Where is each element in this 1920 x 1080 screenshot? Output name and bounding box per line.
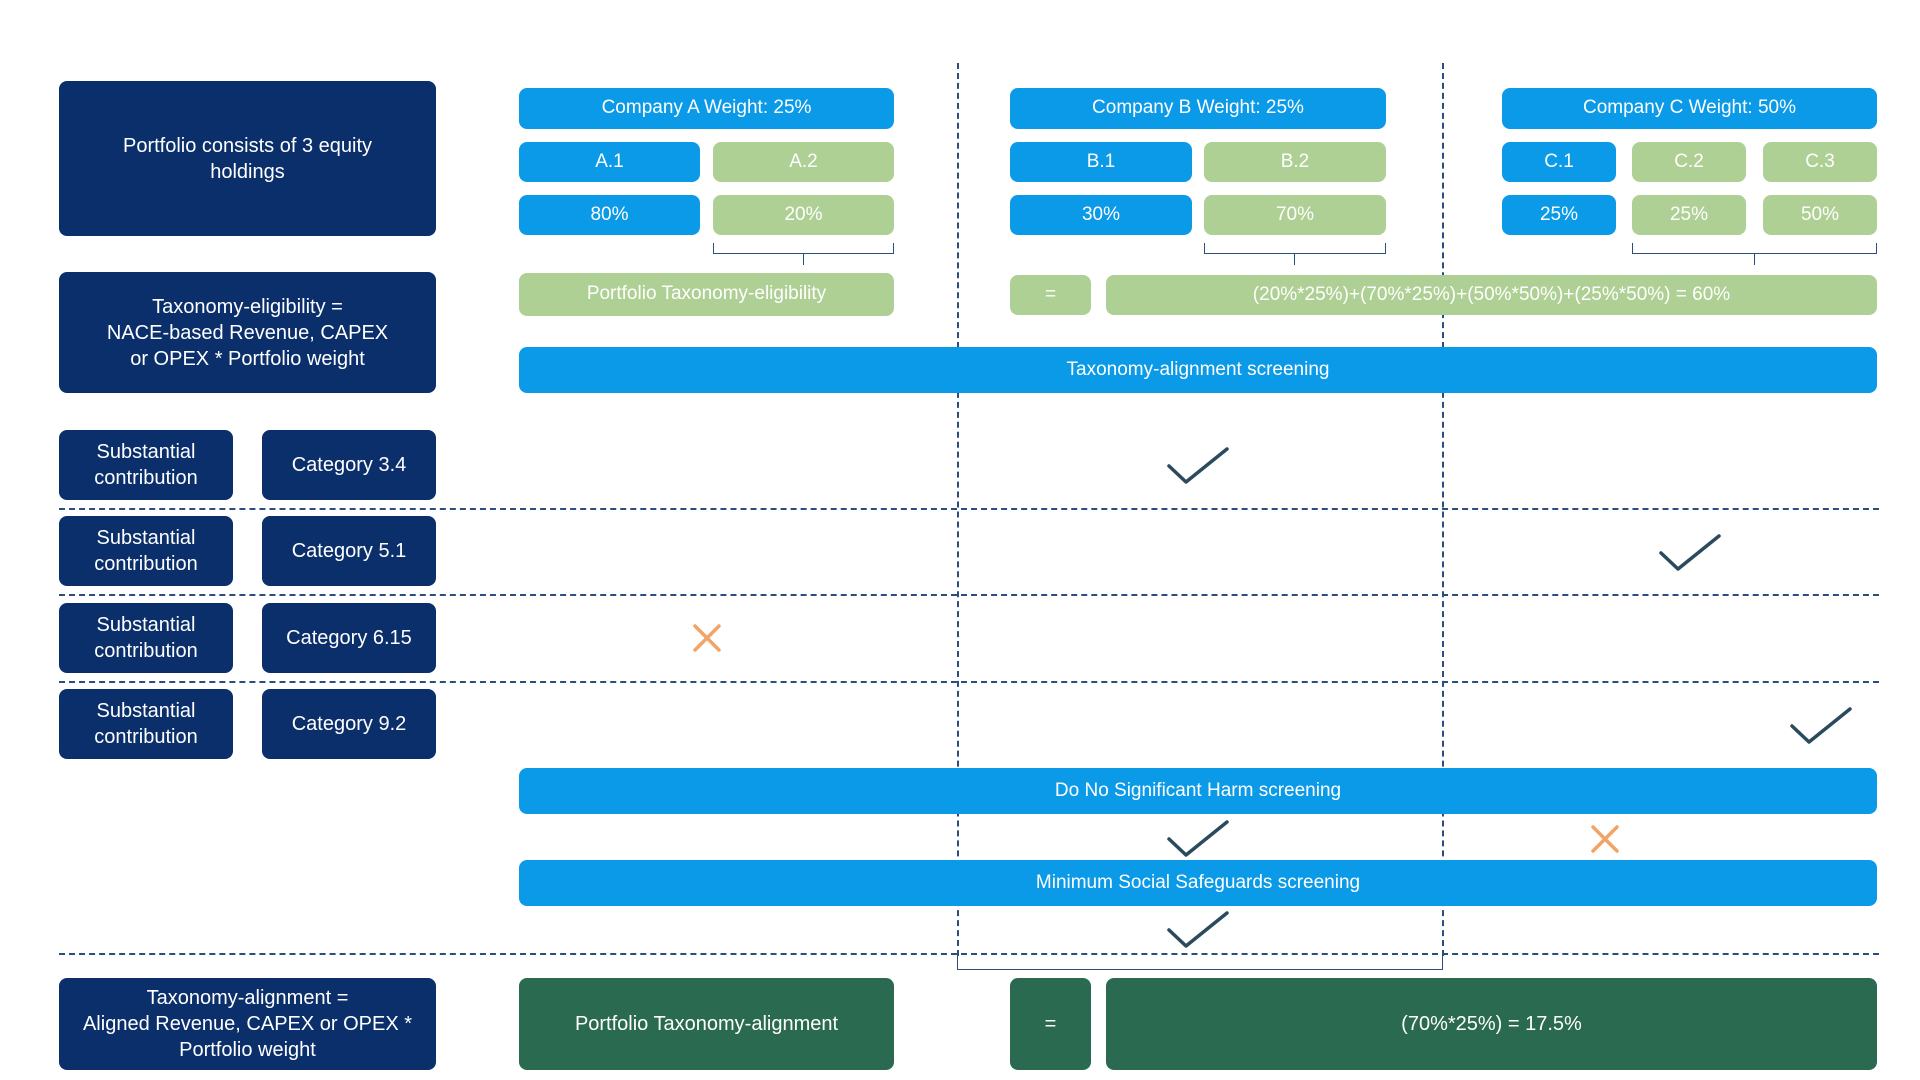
category-6-15: Category 6.15	[262, 603, 436, 673]
company-a-header: Company A Weight: 25%	[519, 88, 894, 129]
substantial-contribution-2: Substantial contribution	[59, 516, 233, 586]
percent-a1: 80%	[519, 195, 700, 235]
check-icon	[1166, 446, 1230, 486]
cross-icon	[692, 623, 722, 653]
segment-c2: C.2	[1632, 142, 1746, 182]
bracket-a-tick	[803, 254, 804, 265]
cross-icon	[1590, 824, 1620, 854]
check-icon	[1658, 533, 1722, 573]
eligibility-description: Taxonomy-eligibility = NACE-based Revenu…	[59, 272, 436, 393]
alignment-equals: =	[1010, 978, 1091, 1070]
segment-a2: A.2	[713, 142, 894, 182]
portfolio-description: Portfolio consists of 3 equity holdings	[59, 81, 436, 236]
eligibility-formula: (20%*25%)+(70%*25%)+(50%*50%)+(25%*50%) …	[1106, 275, 1877, 315]
company-b-header: Company B Weight: 25%	[1010, 88, 1386, 129]
mss-screening-bar: Minimum Social Safeguards screening	[519, 860, 1877, 906]
substantial-contribution-1: Substantial contribution	[59, 430, 233, 500]
bracket-c-tick	[1754, 254, 1755, 265]
bracket-b	[1204, 243, 1386, 254]
check-icon	[1789, 706, 1853, 746]
segment-c3: C.3	[1763, 142, 1877, 182]
category-9-2: Category 9.2	[262, 689, 436, 759]
substantial-contribution-4: Substantial contribution	[59, 689, 233, 759]
bracket-a	[713, 243, 894, 254]
bracket-b-bottom	[957, 956, 1443, 970]
row-divider-2	[59, 594, 1879, 596]
percent-b2: 70%	[1204, 195, 1386, 235]
dnsh-screening-bar: Do No Significant Harm screening	[519, 768, 1877, 814]
alignment-screening-bar: Taxonomy-alignment screening	[519, 347, 1877, 393]
check-icon	[1166, 910, 1230, 950]
substantial-contribution-3: Substantial contribution	[59, 603, 233, 673]
category-5-1: Category 5.1	[262, 516, 436, 586]
segment-a1: A.1	[519, 142, 700, 182]
alignment-description: Taxonomy-alignment = Aligned Revenue, CA…	[59, 978, 436, 1070]
bracket-b-tick	[1294, 254, 1295, 265]
alignment-formula: (70%*25%) = 17.5%	[1106, 978, 1877, 1070]
eligibility-equals: =	[1010, 275, 1091, 315]
percent-c1: 25%	[1502, 195, 1616, 235]
bracket-c	[1632, 243, 1877, 254]
category-3-4: Category 3.4	[262, 430, 436, 500]
row-divider-3	[59, 681, 1879, 683]
row-divider-4	[59, 953, 1879, 955]
segment-b1: B.1	[1010, 142, 1192, 182]
segment-b2: B.2	[1204, 142, 1386, 182]
check-icon	[1166, 819, 1230, 859]
percent-c3: 50%	[1763, 195, 1877, 235]
portfolio-alignment-label: Portfolio Taxonomy-alignment	[519, 978, 894, 1070]
percent-b1: 30%	[1010, 195, 1192, 235]
company-c-header: Company C Weight: 50%	[1502, 88, 1877, 129]
row-divider-1	[59, 508, 1879, 510]
portfolio-eligibility-label: Portfolio Taxonomy-eligibility	[519, 273, 894, 316]
percent-a2: 20%	[713, 195, 894, 235]
percent-c2: 25%	[1632, 195, 1746, 235]
segment-c1: C.1	[1502, 142, 1616, 182]
